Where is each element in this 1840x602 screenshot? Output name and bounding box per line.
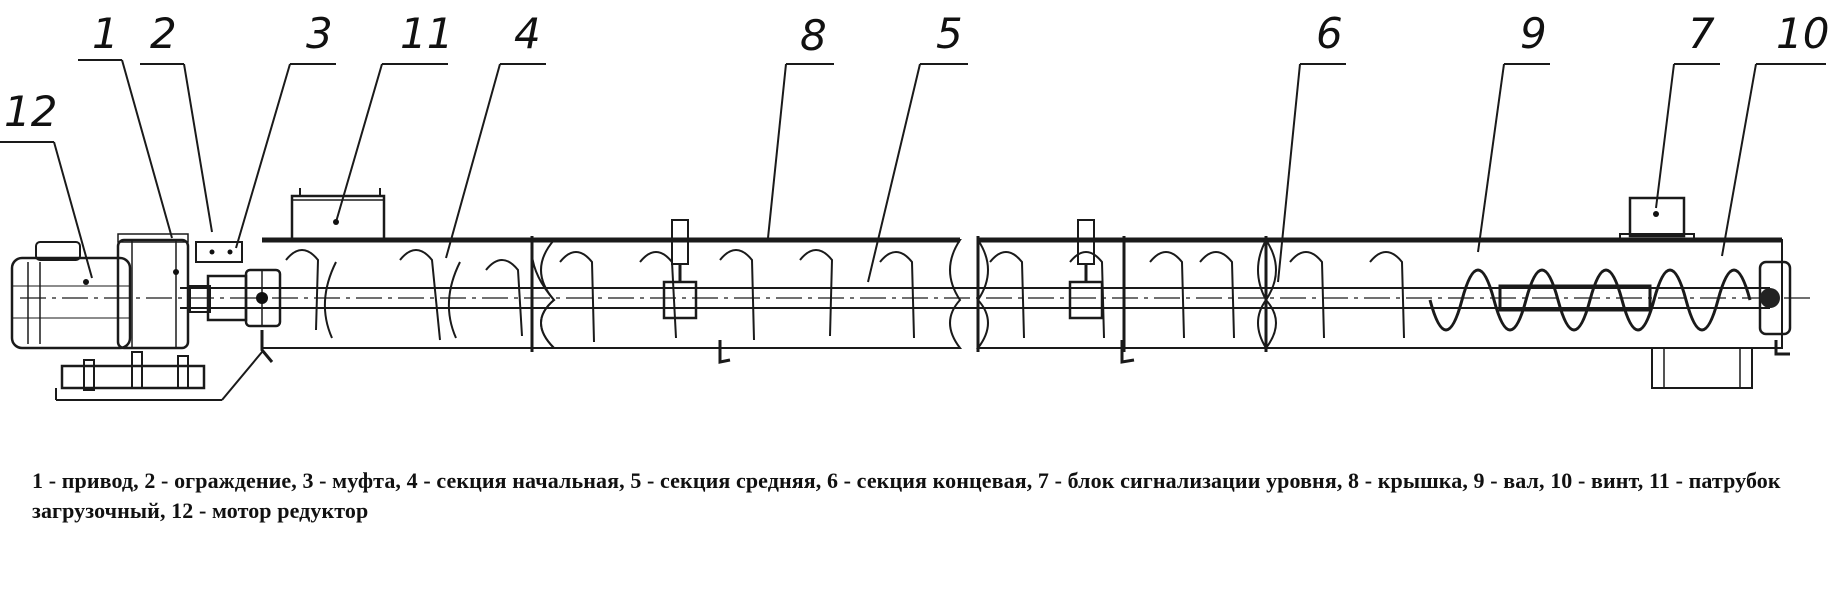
callout-5: 5 [867,9,968,283]
svg-text:4: 4 [514,9,541,58]
svg-text:9: 9 [1520,9,1547,58]
svg-text:5: 5 [936,9,963,58]
callout-10: 10 [1721,9,1829,257]
svg-text:2: 2 [150,9,177,58]
callout-9: 9 [1477,9,1550,253]
hanger-bearing-2 [1068,219,1135,364]
drive-gearbox [116,233,190,350]
base-frame [55,351,263,401]
trough-section-middle-2 [975,237,1268,349]
callout-11: 11 [335,9,453,223]
callout-3: 3 [235,9,336,249]
screw-flights [285,249,1752,343]
callout-8: 8 [767,11,834,239]
callout-6: 6 [1277,9,1346,283]
level-alarm-block [1619,196,1695,241]
svg-text:12: 12 [4,87,57,136]
svg-text:7: 7 [1688,9,1715,58]
legend-caption: 1 - привод, 2 - ограждение, 3 - муфта, 4… [32,468,1781,523]
trough-section-start [262,237,557,349]
callout-1: 1 [78,9,173,239]
trough-section-middle [530,237,963,349]
callout-4: 4 [445,9,546,259]
motor-reducer [10,241,132,350]
svg-text:8: 8 [800,11,827,60]
end-bearing [1758,260,1792,356]
outlet-spout [1651,347,1753,389]
coupling [189,268,282,363]
guard [195,241,243,263]
screw-conveyor-drawing: 1 2 3 11 4 8 5 6 9 7 [0,9,1829,401]
trough-section-end [1263,237,1783,349]
svg-text:1: 1 [92,9,119,58]
section-flanges [530,236,1268,352]
svg-text:10: 10 [1776,9,1829,58]
svg-text:11: 11 [400,9,453,58]
svg-text:3: 3 [306,9,333,58]
callout-12: 12 [0,87,93,279]
shaft [180,284,1770,312]
svg-text:6: 6 [1316,9,1343,58]
callout-2: 2 [140,9,213,233]
hanger-bearing-1 [662,219,731,364]
callout-7: 7 [1655,9,1720,209]
